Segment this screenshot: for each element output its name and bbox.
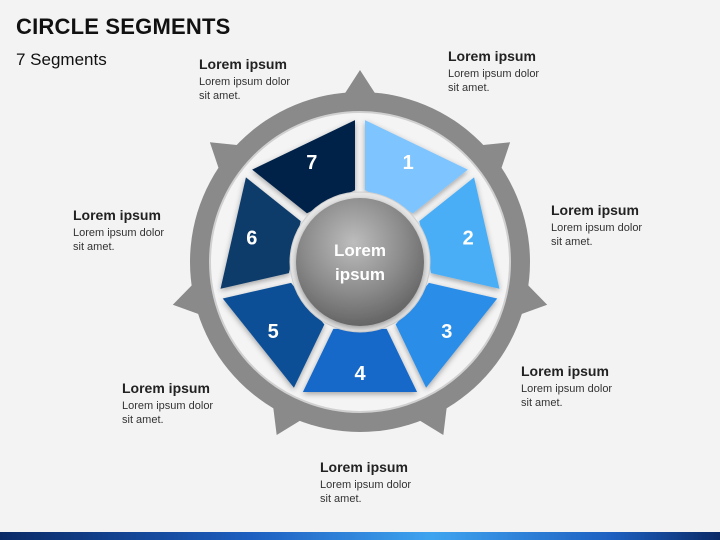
footer-accent-bar: [0, 532, 720, 540]
segment-1[interactable]: [364, 120, 468, 214]
ring-tooth: [517, 281, 548, 316]
segment-number-4: 4: [354, 363, 366, 385]
callout-title: Lorem ipsum: [122, 380, 210, 396]
segment-number-7: 7: [306, 152, 317, 174]
segment-number-3: 3: [441, 321, 452, 343]
callout-title: Lorem ipsum: [320, 459, 408, 475]
ring-tooth: [172, 281, 203, 316]
segment-number-5: 5: [268, 321, 279, 343]
segment-2[interactable]: [419, 177, 500, 289]
center-hub[interactable]: [296, 198, 424, 326]
segment-7[interactable]: [252, 120, 356, 214]
segment-number-1: 1: [403, 152, 414, 174]
segment-6[interactable]: [220, 177, 301, 289]
ring-tooth: [342, 70, 378, 97]
ring-tooth: [415, 403, 448, 435]
callout-title: Lorem ipsum: [448, 48, 536, 64]
ring-tooth: [272, 403, 305, 435]
callout-title: Lorem ipsum: [521, 363, 609, 379]
slide-subtitle: 7 Segments: [16, 50, 107, 69]
segments-layer: 1 2 3 4 5 6 7: [220, 120, 500, 393]
segment-number-2: 2: [463, 227, 474, 249]
slide-title: CIRCLE SEGMENTS: [16, 14, 231, 39]
segment-3[interactable]: [395, 282, 498, 388]
ring-tooth: [478, 142, 511, 173]
hub-label-line1: Lorem: [334, 241, 386, 260]
callout-title: Lorem ipsum: [551, 202, 639, 218]
callout-title: Lorem ipsum: [199, 56, 287, 72]
segment-5[interactable]: [222, 282, 325, 388]
callout-title: Lorem ipsum: [73, 207, 161, 223]
ring-tooth: [209, 142, 242, 173]
hub-label-line2: ipsum: [335, 265, 385, 284]
segment-4[interactable]: [302, 328, 418, 393]
segment-number-6: 6: [246, 227, 257, 249]
